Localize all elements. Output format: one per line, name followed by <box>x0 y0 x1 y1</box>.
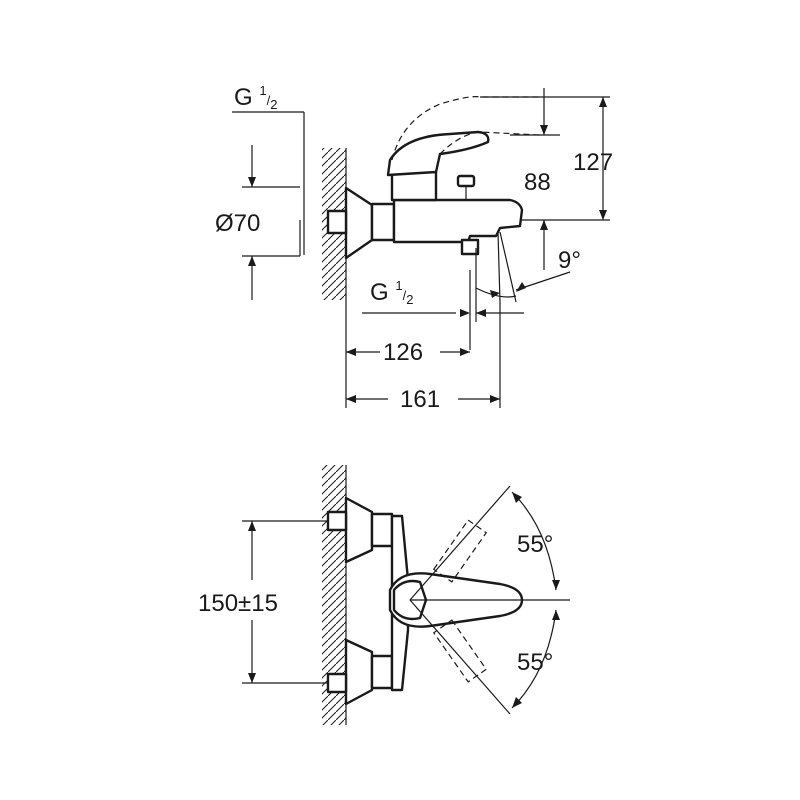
arrow-arc-up-end <box>552 580 560 590</box>
pipe-bottom-front <box>326 672 348 694</box>
arrow-arc-down <box>512 697 522 708</box>
arrow-127-top <box>599 97 607 107</box>
mixer-body <box>392 198 524 244</box>
arrow-127-bottom <box>599 210 607 220</box>
connector-top-front <box>344 496 374 564</box>
wall-connector <box>344 186 374 260</box>
arc-down <box>511 609 557 709</box>
label-angle-down: 55° <box>517 649 553 676</box>
angle-arc <box>475 287 517 298</box>
arrow-d-bottom <box>248 256 256 266</box>
arc-up <box>511 491 557 591</box>
arrow-angle-left <box>490 290 500 298</box>
label-width-126: 126 <box>383 339 423 366</box>
lever-handle <box>386 130 490 177</box>
arrow-arc-down-start <box>552 610 560 620</box>
label-diameter: Ø70 <box>215 210 260 237</box>
connector-pipe <box>326 209 348 235</box>
spout-angle-line-1 <box>499 231 517 303</box>
side-view: G 1/2 Ø70 88 127 9° G 1/2 126 161 <box>215 83 613 413</box>
label-height-88: 88 <box>524 169 551 196</box>
handle-base <box>390 170 438 202</box>
angle-line-down <box>409 599 511 715</box>
arrow-88-top <box>540 125 548 135</box>
spout-angle-line-2 <box>497 231 501 303</box>
arrow-126-right <box>460 348 470 356</box>
arrow-d-top <box>248 177 256 187</box>
arrow-angle-right <box>516 282 526 292</box>
label-width-161: 161 <box>400 386 440 413</box>
arrow-161-right <box>490 395 500 403</box>
connector-nut <box>370 202 396 242</box>
nut-top-front <box>370 512 394 548</box>
nut-bottom-front <box>370 654 394 690</box>
diverter-knob <box>456 174 476 188</box>
label-angle: 9° <box>558 247 581 274</box>
label-thread-bottom: G 1/2 <box>370 278 413 307</box>
pipe-top-front <box>326 510 348 532</box>
arrow-126-left <box>346 348 356 356</box>
label-height-127: 127 <box>573 149 613 176</box>
connector-bottom-front <box>344 638 374 706</box>
label-thread-top: G 1/2 <box>234 83 277 112</box>
lever-down-outline <box>432 619 488 683</box>
lever-raised-outline <box>391 96 541 161</box>
lever-up-outline <box>432 519 488 583</box>
arrow-spacing-bottom <box>248 673 256 683</box>
label-spacing: 150±15 <box>198 590 278 617</box>
arrow-161-left <box>346 395 356 403</box>
arrow-thread-bottom-right <box>476 309 486 317</box>
arrow-88-bottom <box>540 220 548 230</box>
arrow-spacing-top <box>248 521 256 531</box>
arrow-arc-up <box>512 492 522 503</box>
arrow-thread-bottom-left <box>460 309 470 317</box>
front-view: 150±15 55° 55° <box>198 465 570 725</box>
label-angle-up: 55° <box>517 531 553 558</box>
bottom-outlet <box>460 238 480 256</box>
angle-line-up <box>409 485 511 601</box>
